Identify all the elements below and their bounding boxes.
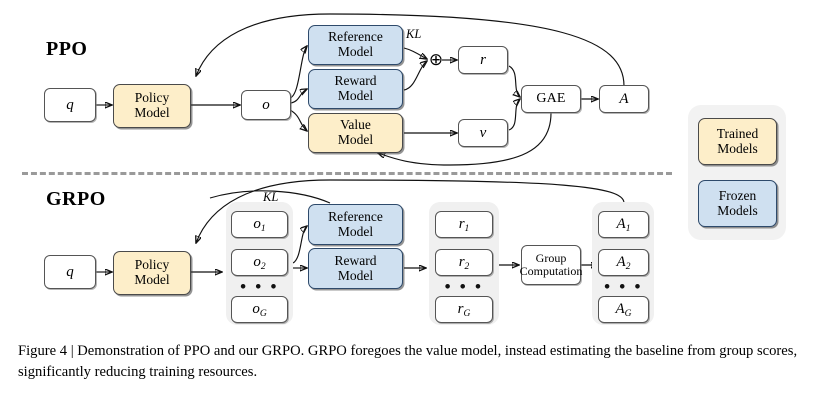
grpo-advantage-item-2: A2 xyxy=(598,249,649,276)
grpo-node-reference-model: Reference Model xyxy=(308,204,403,245)
ppo-node-reward-model: Reward Model xyxy=(308,69,403,109)
grpo-advantage-item-g: AG xyxy=(598,296,649,323)
grpo-output-item-1: o1 xyxy=(231,211,288,238)
grpo-reward-label-1: r1 xyxy=(458,216,470,235)
grpo-reward-model-line2: Model xyxy=(337,267,374,283)
ppo-policy-model-line1: Policy xyxy=(134,90,170,106)
ppo-node-query: q xyxy=(44,88,96,122)
grpo-output-label-1: o1 xyxy=(253,216,266,235)
section-divider xyxy=(22,172,672,175)
grpo-output-label-g: oG xyxy=(252,301,267,320)
grpo-node-policy-model: Policy Model xyxy=(113,251,191,295)
grpo-advantage-ellipsis: • • • xyxy=(604,277,643,296)
grpo-output-item-g: oG xyxy=(231,296,288,323)
figure-caption: Figure 4 | Demonstration of PPO and our … xyxy=(18,343,798,380)
ppo-node-value: v xyxy=(458,119,508,147)
grpo-output-item-2: o2 xyxy=(231,249,288,276)
legend-frozen-line2: Models xyxy=(717,202,758,218)
ppo-reference-model-line2: Model xyxy=(337,44,374,59)
section-title-grpo: GRPO xyxy=(46,188,106,210)
ppo-node-gae: GAE xyxy=(521,85,581,113)
grpo-group-computation-line2: Computation xyxy=(519,264,583,278)
grpo-policy-model-line2: Model xyxy=(134,272,170,287)
legend-trained-line2: Models xyxy=(717,140,758,156)
grpo-node-group-computation: Group Computation xyxy=(519,245,583,285)
grpo-reward-label-g: rG xyxy=(457,301,471,320)
ppo-reward-model-line1: Reward xyxy=(334,73,377,89)
ppo-node-output: o xyxy=(241,90,291,120)
section-title-ppo: PPO xyxy=(46,38,88,60)
grpo-advantage-label-1: A1 xyxy=(616,216,631,235)
grpo-advantage-label-g: AG xyxy=(615,301,632,320)
ppo-node-reference-model: Reference Model xyxy=(308,25,403,65)
ppo-reference-model-line1: Reference xyxy=(328,29,383,45)
legend-item-frozen-models: Frozen Models xyxy=(698,180,777,227)
grpo-edge-label-kl: KL xyxy=(263,190,279,204)
ppo-value-model-line1: Value xyxy=(340,117,371,133)
ppo-node-value-model: Value Model xyxy=(308,113,403,153)
ppo-node-policy-model: Policy Model xyxy=(113,84,191,128)
ppo-node-reward: r xyxy=(458,46,508,74)
grpo-reward-ellipsis: • • • xyxy=(444,277,484,296)
grpo-output-ellipsis: • • • xyxy=(240,277,279,296)
legend-trained-line1: Trained xyxy=(716,125,759,141)
diagram-canvas: PPO q Policy Model o Reference Model Rew… xyxy=(22,13,786,325)
grpo-node-query: q xyxy=(44,255,96,289)
grpo-node-reward-model: Reward Model xyxy=(308,248,403,289)
ppo-node-plus-operator: ⊕ xyxy=(428,50,444,69)
grpo-reward-model-line1: Reward xyxy=(334,252,377,268)
grpo-reward-item-2: r2 xyxy=(435,249,493,276)
grpo-output-label-2: o2 xyxy=(253,254,266,273)
grpo-reward-item-g: rG xyxy=(435,296,493,323)
grpo-reference-model-line2: Model xyxy=(337,223,374,239)
ppo-edge-label-kl: KL xyxy=(406,27,422,41)
grpo-reward-label-2: r2 xyxy=(458,254,470,273)
ppo-value-model-line2: Model xyxy=(337,132,374,147)
legend-frozen-line1: Frozen xyxy=(718,187,757,203)
grpo-reward-item-1: r1 xyxy=(435,211,493,238)
grpo-reference-model-line1: Reference xyxy=(328,208,383,224)
ppo-policy-model-line2: Model xyxy=(134,105,170,120)
grpo-advantage-label-2: A2 xyxy=(616,254,631,273)
ppo-node-advantage: A xyxy=(599,85,649,113)
grpo-advantage-item-1: A1 xyxy=(598,211,649,238)
grpo-group-computation-line1: Group xyxy=(535,250,567,265)
grpo-policy-model-line1: Policy xyxy=(134,257,170,273)
ppo-reward-model-line2: Model xyxy=(337,88,374,103)
legend-item-trained-models: Trained Models xyxy=(698,118,777,165)
